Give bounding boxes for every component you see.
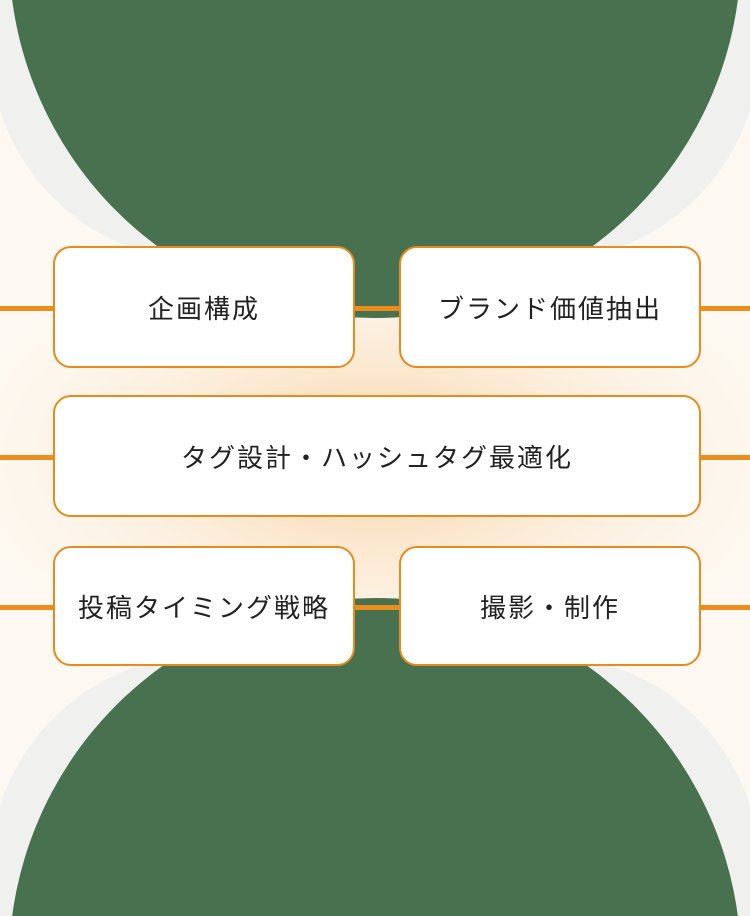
connector-line [697, 605, 750, 610]
step-card-label: ブランド価値抽出 [437, 293, 662, 324]
green-arc-bottom [12, 598, 738, 916]
step-card-label: 撮影・制作 [479, 592, 620, 623]
step-card-label: 投稿タイミング戦略 [77, 592, 330, 623]
connector-line [0, 306, 58, 311]
step-card-planning: 企画構成 [53, 246, 355, 368]
connector-line [352, 605, 403, 610]
green-arc-top [12, 0, 738, 318]
step-card-label: タグ設計・ハッシュタグ最適化 [180, 442, 573, 473]
step-card-post-timing: 投稿タイミング戦略 [53, 546, 355, 666]
connector-line [0, 455, 58, 460]
step-card-tag-design: タグ設計・ハッシュタグ最適化 [53, 395, 701, 517]
connector-line [697, 455, 750, 460]
step-card-label: 企画構成 [147, 293, 260, 324]
connector-line [0, 605, 58, 610]
connector-line [697, 306, 750, 311]
step-card-brand-value: ブランド価値抽出 [399, 246, 701, 368]
step-card-shooting-production: 撮影・制作 [399, 546, 701, 666]
connector-line [352, 306, 403, 311]
